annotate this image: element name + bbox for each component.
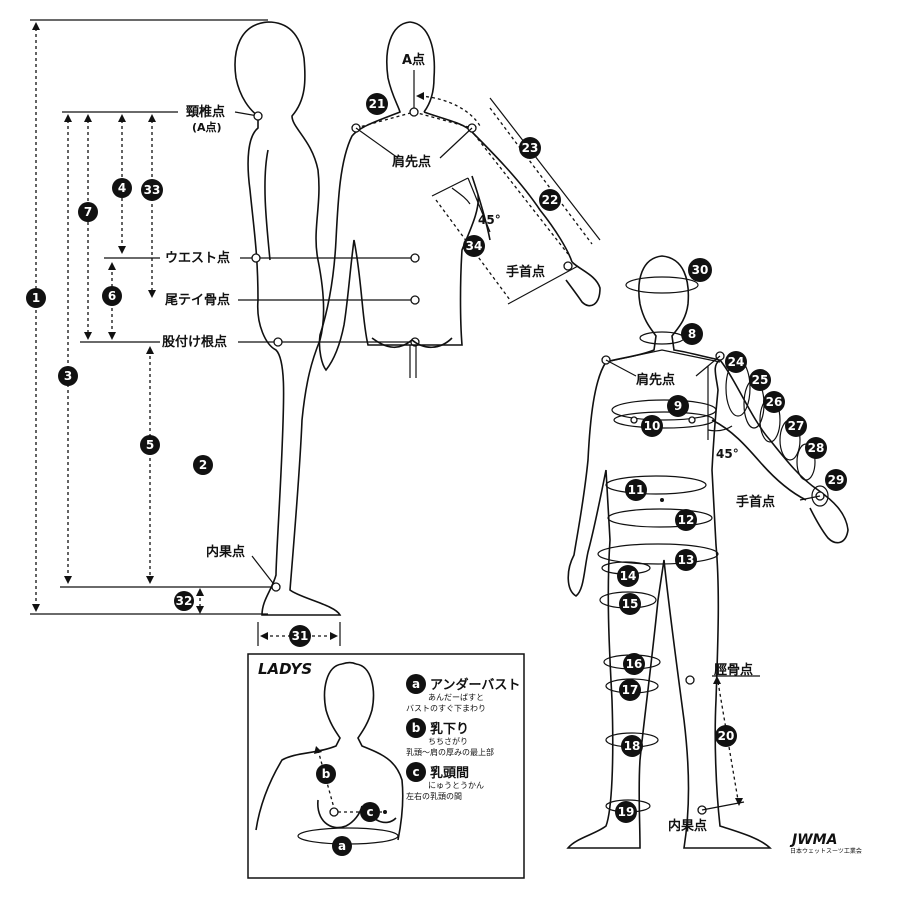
badge-21: 21 bbox=[369, 97, 386, 111]
badge-9: 9 bbox=[674, 399, 682, 413]
badge-25: 25 bbox=[752, 373, 769, 387]
side-number-badges: 1 2 3 4 5 6 7 31 32 33 bbox=[26, 178, 311, 647]
badge-4: 4 bbox=[118, 181, 126, 195]
front-number-badges: 8 9 10 11 12 13 14 15 16 17 18 19 20 24 … bbox=[615, 258, 847, 823]
ladys-legend-c-name: 乳頭間 bbox=[430, 765, 469, 781]
badge-32: 32 bbox=[176, 594, 193, 608]
ladys-badge-b: b bbox=[322, 767, 331, 781]
logo-org: 日本ウェットスーツ工業会 bbox=[790, 847, 862, 855]
badge-13: 13 bbox=[678, 553, 695, 567]
label-a-point: A点 bbox=[402, 52, 425, 68]
badge-14: 14 bbox=[620, 569, 637, 583]
label-angle-front: 45° bbox=[716, 447, 739, 461]
badge-12: 12 bbox=[678, 513, 695, 527]
badge-26: 26 bbox=[766, 395, 783, 409]
side-view-figure bbox=[234, 21, 342, 616]
ladys-badge-a: a bbox=[338, 839, 346, 853]
ladys-legend-c-letter: c bbox=[412, 765, 419, 779]
ladys-title: LADYS bbox=[258, 660, 312, 678]
badge-22: 22 bbox=[542, 193, 559, 207]
label-neck-point-sub: (A点) bbox=[192, 120, 222, 134]
badge-2: 2 bbox=[199, 458, 207, 472]
badge-19: 19 bbox=[618, 805, 635, 819]
badge-27: 27 bbox=[788, 419, 805, 433]
ladys-legend-b-name: 乳下り bbox=[430, 721, 469, 737]
badge-18: 18 bbox=[624, 739, 641, 753]
badge-33: 33 bbox=[144, 183, 161, 197]
badge-28: 28 bbox=[808, 441, 825, 455]
badge-3: 3 bbox=[64, 369, 72, 383]
badge-24: 24 bbox=[728, 355, 745, 369]
badge-16: 16 bbox=[626, 657, 643, 671]
badge-20: 20 bbox=[718, 729, 735, 743]
back-number-badges: 21 22 23 34 bbox=[366, 93, 561, 257]
label-crotch-point: 股付け根点 bbox=[162, 334, 227, 350]
ladys-legend-b-reading: ちちさがり bbox=[428, 736, 468, 746]
label-wrist-point-front: 手首点 bbox=[736, 494, 775, 510]
label-inner-ankle-side: 内果点 bbox=[206, 544, 245, 560]
ladys-legend-c-reading: にゅうとうかん bbox=[428, 781, 484, 790]
ladys-legend-a-letter: a bbox=[412, 677, 420, 691]
ladys-legend-b-letter: b bbox=[412, 721, 421, 735]
label-inner-ankle-front: 内果点 bbox=[668, 818, 707, 834]
label-tailbone-point: 尾テイ骨点 bbox=[165, 292, 230, 308]
badge-23: 23 bbox=[522, 141, 539, 155]
ladys-box: LADYS b c a a アンダーバスト あんだーばすと バストのすぐ下まわり… bbox=[247, 653, 525, 879]
ladys-legend-a-desc: バストのすぐ下まわり bbox=[406, 704, 486, 713]
back-view-figure bbox=[318, 21, 601, 378]
badge-15: 15 bbox=[622, 597, 639, 611]
badge-17: 17 bbox=[622, 683, 639, 697]
badge-1: 1 bbox=[32, 291, 40, 305]
badge-6: 6 bbox=[108, 289, 116, 303]
logo-mark: JWMA bbox=[789, 832, 837, 848]
label-waist-point: ウエスト点 bbox=[165, 250, 230, 266]
badge-30: 30 bbox=[692, 263, 709, 277]
badge-34: 34 bbox=[466, 239, 483, 253]
label-shoulder-point-front: 肩先点 bbox=[636, 372, 675, 388]
jwma-logo: JWMA 日本ウェットスーツ工業会 bbox=[789, 832, 862, 855]
ladys-badge-c: c bbox=[366, 805, 373, 819]
badge-8: 8 bbox=[688, 327, 696, 341]
ladys-legend-b-desc: 乳頭〜肩の厚みの最上部 bbox=[406, 747, 494, 757]
badge-11: 11 bbox=[628, 483, 645, 497]
label-shin-point: 脛骨点 bbox=[714, 662, 753, 678]
label-neck-point: 頸椎点 bbox=[186, 104, 225, 120]
badge-10: 10 bbox=[644, 419, 661, 433]
label-angle-back: 45° bbox=[478, 213, 501, 227]
ladys-legend-a-name: アンダーバスト bbox=[430, 677, 520, 693]
side-view-measure-lines bbox=[30, 19, 420, 646]
front-view-figure bbox=[566, 255, 849, 849]
badge-29: 29 bbox=[828, 473, 845, 487]
badge-5: 5 bbox=[146, 438, 154, 452]
ladys-legend-c-desc: 左右の乳頭の間 bbox=[406, 791, 462, 801]
badge-31: 31 bbox=[292, 629, 309, 643]
label-wrist-point-back: 手首点 bbox=[506, 264, 545, 280]
ladys-legend-a-reading: あんだーばすと bbox=[428, 693, 484, 702]
badge-7: 7 bbox=[84, 205, 92, 219]
label-shoulder-point-back: 肩先点 bbox=[392, 154, 431, 170]
